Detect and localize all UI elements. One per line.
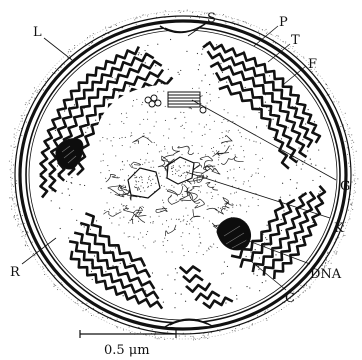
- label-G: G: [340, 179, 350, 194]
- leader-R: [22, 238, 56, 264]
- septum-notch-bottom: [165, 319, 212, 327]
- label-P: P: [279, 15, 288, 30]
- leader-L: [44, 38, 72, 60]
- label-S: S: [207, 11, 216, 26]
- scale-bar-label: 0.5 μm: [104, 343, 150, 358]
- label-L: L: [33, 25, 42, 40]
- septum-notch-top: [160, 24, 205, 33]
- scale-bar: 0.5 μm: [80, 330, 176, 358]
- label-T: T: [291, 33, 300, 48]
- label-C: C: [285, 291, 295, 306]
- label-DNA: DNA: [310, 267, 342, 282]
- label-R: R: [10, 265, 21, 280]
- label-K: K: [334, 221, 344, 236]
- label-F: F: [308, 57, 317, 72]
